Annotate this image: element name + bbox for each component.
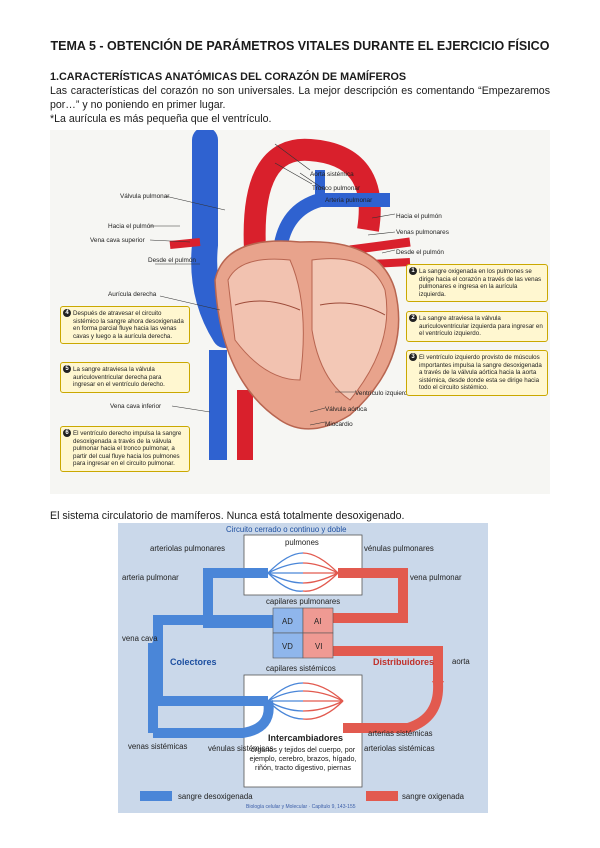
label-valvula-pulmonar: Válvula pulmonar [120,193,170,200]
label-vena-pulmonar: vena pulmonar [410,573,462,582]
label-arteriolas-sistemicas: arteriolas sistémicas [364,744,435,753]
label-vena-cava: vena cava [122,634,158,643]
legend-desoxigenada: sangre desoxigenada [178,792,253,801]
label-pulmones: pulmones [285,538,319,547]
label-venulas-pulmonares: vénulas pulmonares [364,544,434,553]
paragraph-circulatory: El sistema circulatorio de mamíferos. Nu… [50,510,405,522]
diagram-credit: Biología celular y Molecular · Capítulo … [246,804,356,810]
label-desde-pulmon-right: Desde el pulmón [396,249,444,256]
legend-oxigenada: sangre oxigenada [402,792,465,801]
label-venas-pulmonares: Venas pulmonares [396,229,449,236]
paragraph-intro: Las características del corazón no son u… [50,85,550,111]
label-valvula-aortica: Válvula aórtica [325,406,367,413]
label-vena-cava-superior: Vena cava superior [90,237,146,244]
label-miocardio: Miocardio [325,421,353,428]
label-aorta: aorta [452,657,470,666]
label-arterias-sistemicas: arterias sistémicas [368,729,433,738]
circulatory-diagram: AD AI VD VI Circuito cerrado o continuo … [118,523,488,813]
heart-anatomy-figure: Válvula pulmonar Hacia el pulmón Vena ca… [50,127,550,494]
label-hacia-pulmon-left: Hacia el pulmón [108,223,154,230]
note-2: 2 La sangre atraviesa la válvula auricul… [406,311,548,342]
organs-text: órganos y tejidos del cuerpo, por ejempl… [249,745,357,772]
label-intercambiadores: Intercambiadores [268,733,343,743]
label-venulas-sistemicas: vénulas sistémicas [208,744,274,753]
chamber-ad: AD [282,617,293,626]
label-tronco-pulmonar: Tronco pulmonar [312,185,361,192]
label-colectores: Colectores [170,657,217,667]
circulatory-illustration: AD AI VD VI Circuito cerrado o continuo … [118,523,488,813]
note-3: 3 El ventrículo izquierdo provisto de mú… [406,350,548,396]
label-capilares-pulmonares: capilares pulmonares [266,597,340,606]
note-6: 6 El ventrículo derecho impulsa la sangr… [60,426,190,472]
label-aorta-sistemica: Aorta sistémica [310,171,354,178]
circulatory-header: Circuito cerrado o continuo y doble [226,525,347,534]
paragraph-note: *La aurícula es más pequeña que el ventr… [50,113,272,125]
label-distribuidores: Distribuidores [373,657,434,667]
note-5: 5 La sangre atraviesa la válvula auricul… [60,362,190,393]
note-4: 4 Después de atravesar el circuito sisté… [60,306,190,345]
chamber-vi: VI [315,642,322,651]
label-ventriculo-izquierdo: Ventrículo izquierdo [355,390,412,397]
label-arteria-pulmonar: Arteria pulmonar [325,197,373,204]
label-arteriolas-pulmonares: arteriolas pulmonares [150,544,225,553]
chamber-ai: AI [314,617,321,626]
label-hacia-pulmon-right: Hacia el pulmón [396,213,442,220]
label-arteria-pulmonar: arteria pulmonar [122,573,179,582]
label-capilares-sistemicos: capilares sistémicos [266,664,336,673]
label-desde-pulmon-left: Desde el pulmón [148,257,196,264]
section-heading: 1.CARACTERÍSTICAS ANATÓMICAS DEL CORAZÓN… [50,71,407,83]
label-venas-sistemicas: venas sistémicas [128,742,187,751]
label-auricula-derecha: Aurícula derecha [108,291,157,298]
chamber-vd: VD [282,642,293,651]
note-1: 1 La sangre oxigenada en los pulmones se… [406,264,548,303]
page-title: TEMA 5 - OBTENCIÓN DE PARÁMETROS VITALES… [50,39,550,53]
label-vena-cava-inferior: Vena cava inferior [110,403,162,410]
